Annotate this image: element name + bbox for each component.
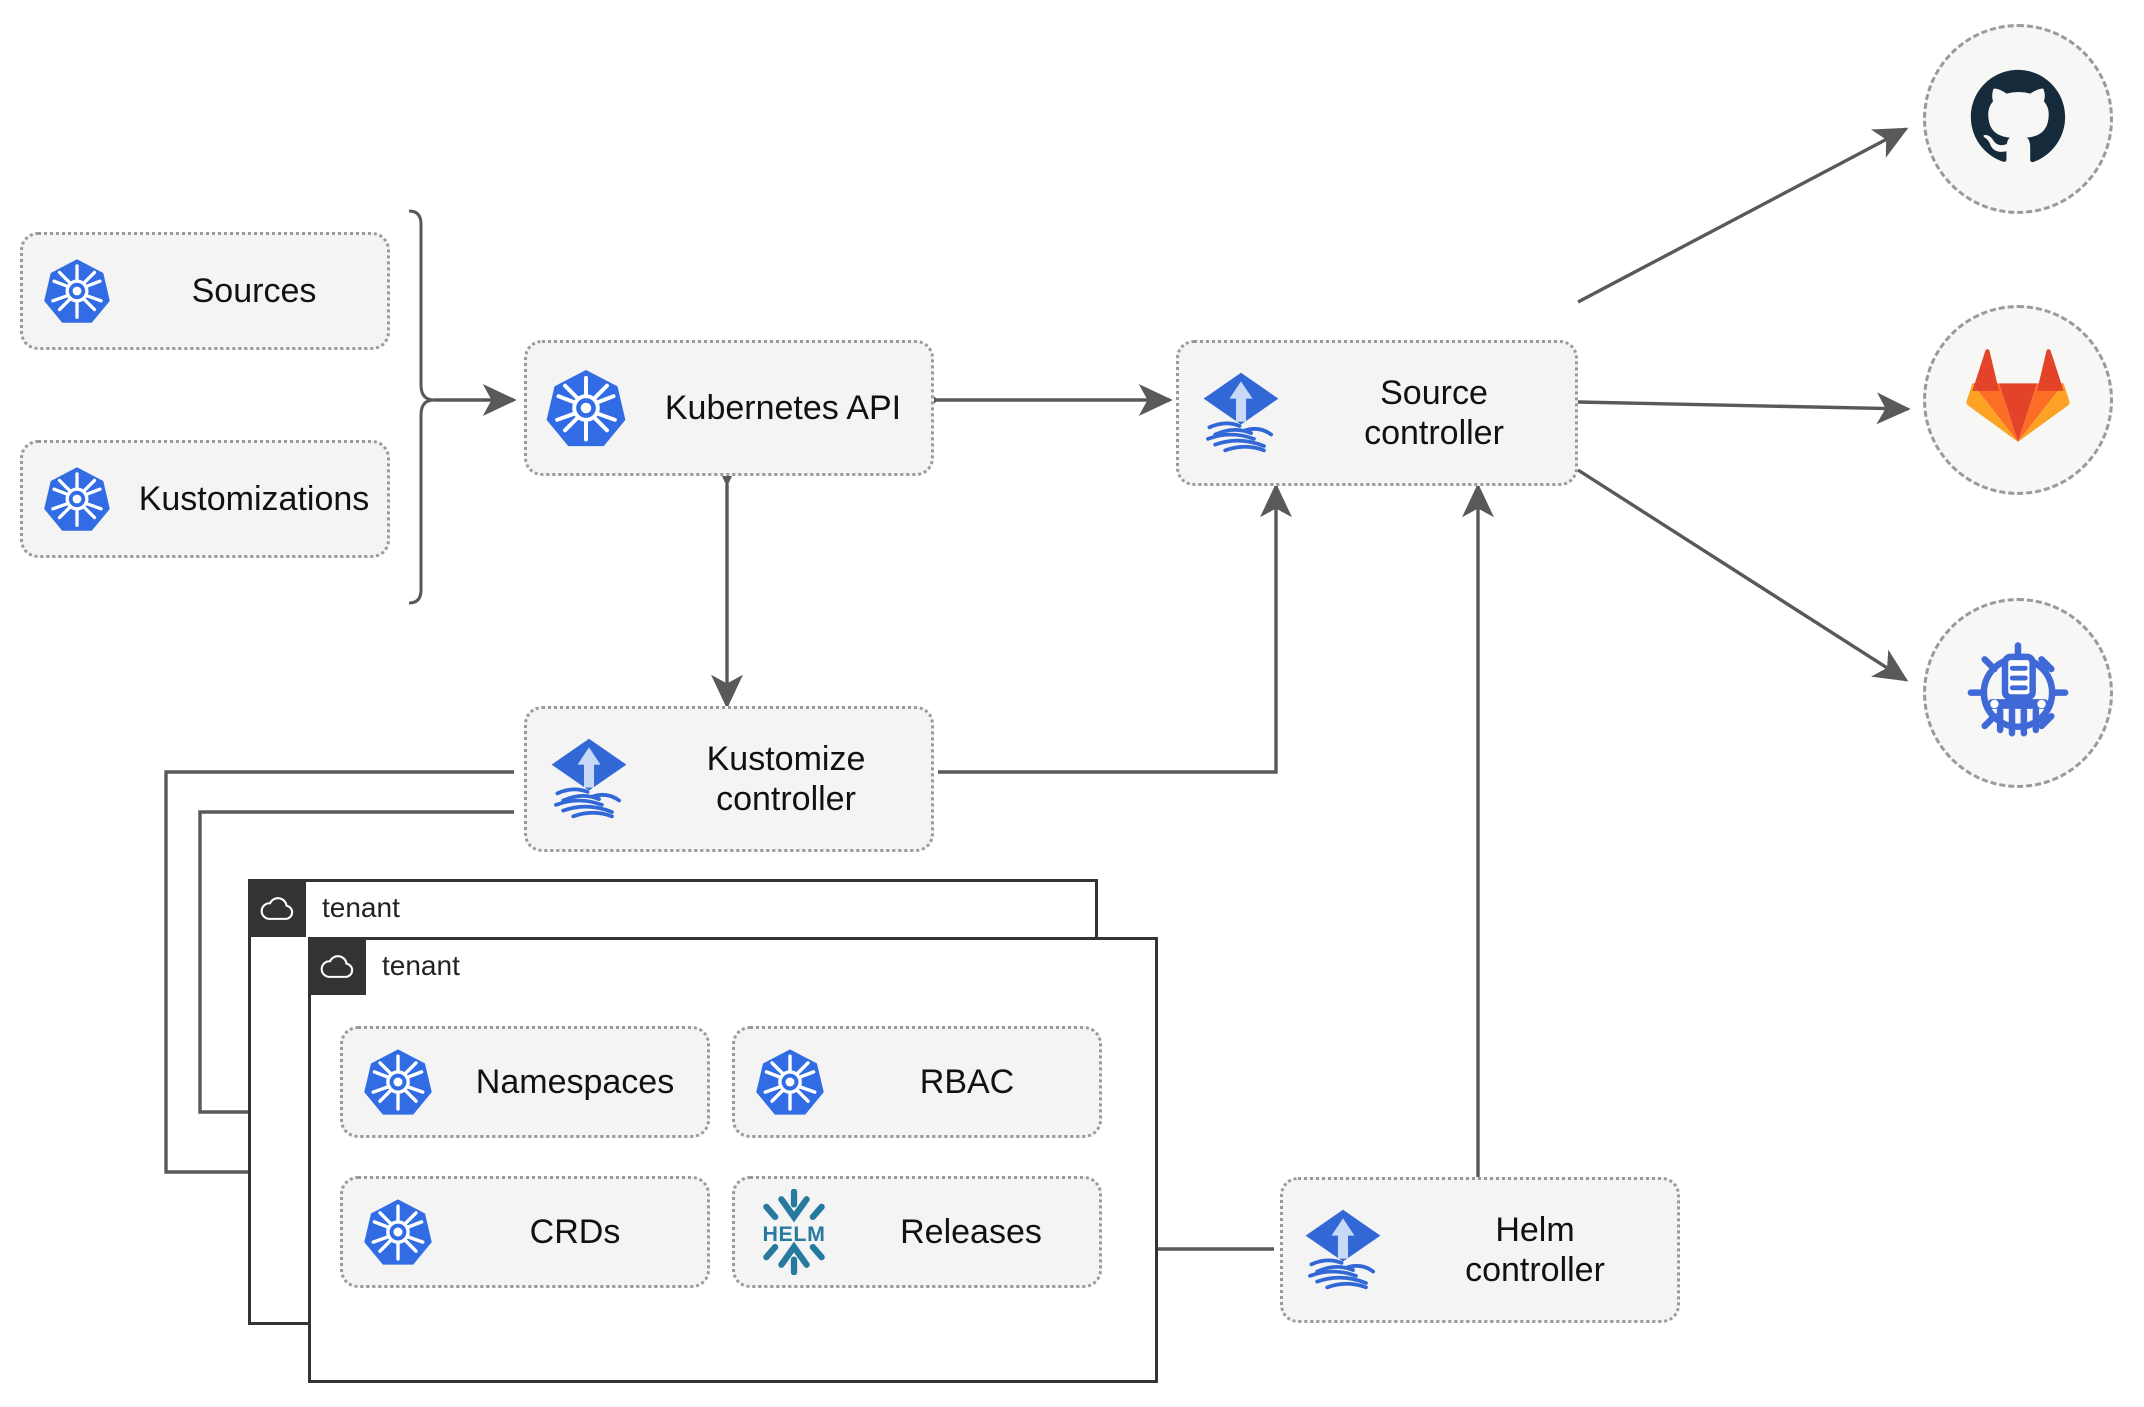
edge-source-to-harbor — [1577, 468, 1909, 682]
tenant-header: tenant — [308, 937, 460, 995]
tenant-label: tenant — [382, 950, 460, 981]
node-label: Releases — [900, 1212, 1042, 1251]
kubernetes-icon — [23, 256, 131, 326]
gitlab-icon — [1966, 346, 2070, 455]
provider-harbor[interactable] — [1923, 598, 2113, 788]
node-kubernetes-api[interactable]: Kubernetes API — [524, 340, 934, 476]
node-source-controller[interactable]: Source controller — [1176, 340, 1578, 486]
cloud-icon — [248, 879, 306, 937]
tenant-box-2[interactable]: tenant — [308, 937, 1158, 1383]
node-sources[interactable]: Sources — [20, 232, 390, 350]
kubernetes-icon — [23, 464, 131, 534]
group-bracket — [408, 209, 435, 605]
github-icon — [1966, 65, 2070, 174]
tenant-header: tenant — [248, 879, 400, 937]
provider-gitlab[interactable] — [1923, 305, 2113, 495]
svg-text:HELM: HELM — [762, 1222, 825, 1246]
node-label: Kubernetes API — [664, 388, 902, 427]
cloud-icon — [308, 937, 366, 995]
node-label: CRDs — [529, 1212, 621, 1251]
node-label: Kustomize controller — [706, 739, 866, 818]
node-label: Namespaces — [475, 1062, 675, 1101]
harbor-icon — [1966, 639, 2070, 748]
node-label: Helm controller — [1465, 1210, 1605, 1289]
edge-kustomize-to-source — [938, 483, 1292, 774]
edge-source-to-github — [1577, 127, 1909, 304]
helm-icon: HELM — [735, 1189, 853, 1275]
flux-icon — [1283, 1204, 1403, 1296]
flux-icon — [1179, 367, 1303, 459]
node-helm-controller[interactable]: Helm controller — [1280, 1177, 1680, 1323]
node-rbac[interactable]: RBAC — [732, 1026, 1102, 1138]
kubernetes-icon — [527, 366, 645, 450]
node-label: Kustomizations — [138, 479, 370, 518]
edge-source-to-gitlab — [1577, 392, 1911, 425]
node-label: Sources — [191, 271, 317, 310]
node-label: RBAC — [919, 1062, 1015, 1101]
node-label: Source controller — [1364, 373, 1504, 452]
flux-icon — [527, 733, 651, 825]
node-namespaces[interactable]: Namespaces — [340, 1026, 710, 1138]
kubernetes-icon — [735, 1046, 845, 1118]
node-releases[interactable]: HELM Releases — [732, 1176, 1102, 1288]
kubernetes-icon — [343, 1196, 453, 1268]
tenant-label: tenant — [322, 892, 400, 923]
node-kustomize-controller[interactable]: Kustomize controller — [524, 706, 934, 852]
kubernetes-icon — [343, 1046, 453, 1118]
node-crds[interactable]: CRDs — [340, 1176, 710, 1288]
provider-github[interactable] — [1923, 24, 2113, 214]
node-kustomizations[interactable]: Kustomizations — [20, 440, 390, 558]
